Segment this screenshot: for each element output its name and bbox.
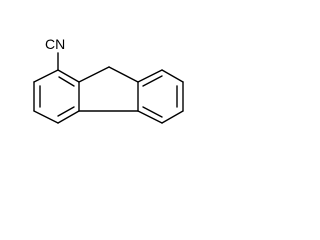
right-ring-bond-1	[137, 69, 163, 83]
ch2-bond-left	[78, 66, 110, 83]
left-ring-bond-3	[57, 110, 80, 124]
cyano-group-label: CN	[45, 36, 65, 52]
right-ring-bond-4	[161, 110, 184, 124]
left-ring-bond-1	[57, 69, 80, 83]
left-ring-double-bond-2	[57, 106, 75, 117]
right-ring-double-bond-1	[142, 75, 163, 87]
right-ring-bond-5	[137, 110, 163, 124]
left-ring-double-bond-1	[58, 76, 75, 87]
right-ring-double-bond-3	[142, 106, 163, 118]
left-ring-bond-6	[33, 69, 59, 83]
right-ring-bond-2	[161, 69, 184, 83]
fluorene-carbonitrile-structure: CN	[33, 36, 184, 124]
ch2-bond-right	[108, 66, 139, 83]
left-ring-bond-4	[33, 110, 59, 124]
